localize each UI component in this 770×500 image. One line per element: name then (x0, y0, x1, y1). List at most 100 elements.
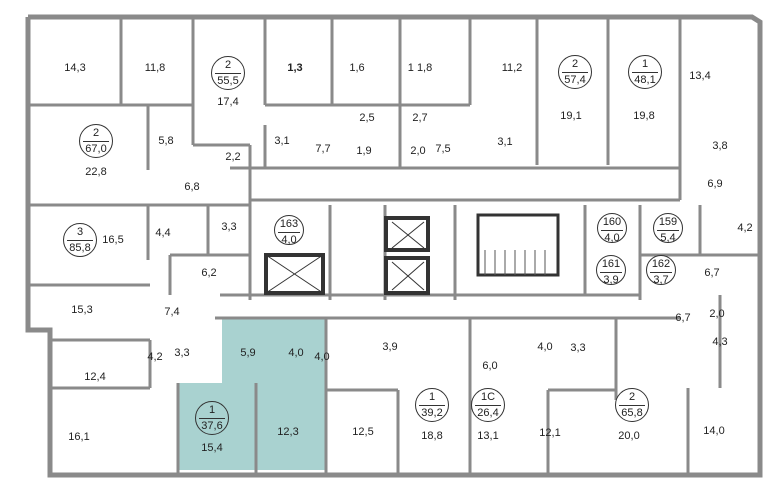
apartment-area: 37,6 (201, 420, 223, 432)
room-area: 2,2 (225, 151, 241, 163)
apartment-rooms: 2 (215, 57, 241, 74)
room-area: 11,2 (501, 62, 523, 74)
storage-number: 159 (657, 214, 679, 231)
apartment-area: 57,4 (564, 74, 586, 86)
room-area: 12,5 (352, 426, 374, 438)
selected-apartment-area[interactable] (178, 318, 326, 470)
room-area: 6,9 (707, 178, 723, 190)
room-area: 12,3 (277, 426, 299, 438)
room-area: 5,9 (240, 347, 256, 359)
apartment-area: 85,8 (69, 242, 91, 254)
room-area: 1,3 (287, 62, 303, 74)
room-area: 3,1 (497, 136, 513, 148)
room-area: 2,0 (410, 145, 426, 157)
room-area: 6,8 (184, 181, 200, 193)
room-area: 1,6 (349, 62, 365, 74)
room-area: 6,2 (201, 267, 217, 279)
room-area: 13,1 (477, 430, 499, 442)
room-area: 4,2 (737, 222, 753, 234)
apartment-rooms: 2 (619, 389, 645, 406)
room-area: 7,7 (315, 143, 331, 155)
room-area: 22,8 (85, 166, 107, 178)
room-area: 3,1 (274, 135, 290, 147)
storage-area: 4,0 (604, 232, 620, 244)
room-area: 1 1,8 (407, 62, 433, 74)
room-area: 6,0 (482, 360, 498, 372)
room-area: 3,8 (712, 140, 728, 152)
room-area: 2,7 (412, 112, 428, 124)
storage-area: 3,7 (653, 274, 669, 286)
storage-area: 3,9 (603, 274, 619, 286)
apartment-area: 67,0 (85, 143, 107, 155)
storage-area: 4,0 (281, 234, 297, 246)
room-area: 4,2 (147, 351, 163, 363)
elevator-shafts (264, 216, 430, 295)
room-area: 12,4 (84, 371, 106, 383)
room-area: 14,0 (703, 425, 725, 437)
room-area: 2,5 (359, 112, 375, 124)
room-area: 15,3 (71, 304, 93, 316)
room-area: 19,1 (560, 110, 582, 122)
apartment-area: 39,2 (421, 407, 443, 419)
storage-number: 163 (278, 216, 300, 233)
apartment-rooms: 1 (632, 56, 658, 73)
apartment-area: 48,1 (634, 74, 656, 86)
room-area: 3,3 (570, 342, 586, 354)
apartment-area: 55,5 (217, 75, 239, 87)
storage-number: 160 (601, 214, 623, 231)
storage-number: 162 (650, 256, 672, 273)
room-area: 3,9 (382, 341, 398, 353)
room-area: 18,8 (421, 430, 443, 442)
room-area: 17,4 (217, 96, 239, 108)
room-area: 16,1 (68, 431, 90, 443)
room-area: 4,0 (288, 347, 304, 359)
room-area: 3,3 (221, 221, 237, 233)
staircase (476, 213, 560, 277)
apartment-area: 65,8 (621, 407, 643, 419)
apartment-rooms: 1 (199, 402, 225, 419)
room-area: 7,4 (164, 306, 180, 318)
room-area: 11,8 (144, 62, 166, 74)
room-area: 12,1 (539, 427, 561, 439)
room-area: 2,0 (709, 308, 725, 320)
apartment-area: 26,4 (477, 407, 499, 419)
apartment-rooms: 1 (419, 389, 445, 406)
room-area: 4,0 (537, 341, 553, 353)
room-area: 5,8 (158, 135, 174, 147)
room-area: 3,3 (174, 347, 190, 359)
room-area: 15,4 (201, 442, 223, 454)
room-area: 6,7 (704, 267, 720, 279)
storage-number: 161 (600, 256, 622, 273)
apartment-rooms: 1С (475, 389, 501, 406)
room-area: 6,7 (675, 312, 691, 324)
room-area: 20,0 (618, 430, 640, 442)
apartment-rooms: 3 (67, 224, 93, 241)
room-area: 16,5 (102, 234, 124, 246)
apartment-rooms: 2 (562, 56, 588, 73)
room-area: 1,9 (356, 145, 372, 157)
room-area: 13,4 (689, 70, 711, 82)
room-area: 4,3 (712, 336, 728, 348)
room-area: 19,8 (633, 110, 655, 122)
storage-area: 5,4 (660, 232, 676, 244)
room-area: 4,4 (155, 227, 171, 239)
room-area: 14,3 (64, 62, 86, 74)
room-area: 7,5 (435, 143, 451, 155)
outer-wall (25, 14, 763, 478)
